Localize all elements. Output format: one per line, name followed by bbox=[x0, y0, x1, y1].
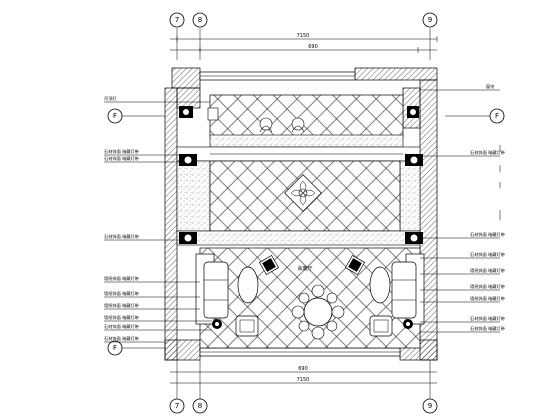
svg-text:墙纸饰面 暗藏灯带: 墙纸饰面 暗藏灯带 bbox=[104, 314, 139, 321]
svg-text:石材饰面 暗藏灯带: 石材饰面 暗藏灯带 bbox=[470, 251, 505, 258]
dim-top-overall: 7150 bbox=[297, 33, 310, 39]
upper-zone bbox=[207, 94, 404, 148]
left-note: 墙纸饰面 暗藏灯带 bbox=[104, 290, 200, 298]
bottom-grid-axes: 690 7150 7 8 9 bbox=[169, 360, 438, 414]
dim-bottom-overall: 7150 bbox=[297, 377, 310, 383]
room-label: 会客厅 bbox=[297, 265, 312, 272]
top-dimensions: 7150 690 bbox=[170, 33, 438, 53]
svg-text:石材饰面 暗藏灯带: 石材饰面 暗藏灯带 bbox=[470, 325, 505, 332]
svg-text:墙纸饰面 暗藏灯带: 墙纸饰面 暗藏灯带 bbox=[470, 267, 505, 274]
left-note: 石材饰面 暗藏灯带 bbox=[104, 335, 165, 343]
right-note: 石材饰面 暗藏灯带 bbox=[420, 231, 505, 239]
left-note: 石材饰面 暗藏灯带 bbox=[104, 233, 180, 241]
central-medallion-zone bbox=[209, 160, 401, 232]
left-annotations: 吊顶灯 石材饰面 暗藏灯带 石材饰面 暗藏灯带 石材饰面 暗藏灯带 墙纸饰面 暗… bbox=[104, 95, 212, 343]
right-note: 石材饰面 暗藏灯带 bbox=[420, 315, 505, 323]
svg-text:石材饰面 暗藏灯带: 石材饰面 暗藏灯带 bbox=[470, 231, 505, 238]
decor-figure-icon bbox=[259, 117, 305, 133]
svg-text:墙纸饰面 暗藏灯带: 墙纸饰面 暗藏灯带 bbox=[470, 283, 505, 290]
dim-top-inner: 690 bbox=[308, 44, 318, 50]
left-note: 石材饰面 暗藏灯带 bbox=[104, 148, 180, 156]
left-note: 石材饰面 暗藏灯带 bbox=[104, 323, 212, 331]
svg-text:石材饰面 暗藏灯带: 石材饰面 暗藏灯带 bbox=[104, 323, 139, 330]
svg-text:石材饰面 暗藏灯带: 石材饰面 暗藏灯带 bbox=[104, 233, 139, 240]
left-oval-table bbox=[237, 266, 259, 304]
dim-bottom-inner: 690 bbox=[298, 366, 308, 372]
left-sofa bbox=[195, 253, 229, 325]
axis-label-top-8: 8 bbox=[198, 16, 202, 24]
right-note: 墙纸饰面 暗藏灯带 bbox=[420, 267, 505, 275]
svg-text:墙纸饰面 暗藏灯带: 墙纸饰面 暗藏灯带 bbox=[470, 295, 505, 302]
right-note: 墙纸饰面 暗藏灯带 bbox=[420, 283, 505, 291]
svg-text:石材饰面 暗藏灯带: 石材饰面 暗藏灯带 bbox=[470, 315, 505, 322]
svg-text:石材饰面 暗藏灯带: 石材饰面 暗藏灯带 bbox=[470, 149, 505, 156]
lower-armchairs bbox=[212, 315, 413, 337]
svg-text:石材饰面 暗藏灯带: 石材饰面 暗藏灯带 bbox=[104, 148, 139, 155]
svg-text:墙纸饰面 暗藏灯带: 墙纸饰面 暗藏灯带 bbox=[104, 302, 139, 309]
left-note: 石材饰面 暗藏灯带 bbox=[104, 155, 180, 163]
right-note: 墙纸饰面 暗藏灯带 bbox=[420, 295, 505, 303]
axis-label-left-f2: F bbox=[113, 344, 117, 352]
svg-text:窗帘: 窗帘 bbox=[486, 83, 494, 90]
right-note: 石材饰面 暗藏灯带 bbox=[420, 149, 505, 157]
right-note: 窗帘 bbox=[420, 83, 500, 91]
axis-label-left-f: F bbox=[113, 112, 117, 120]
svg-text:墙纸饰面 暗藏灯带: 墙纸饰面 暗藏灯带 bbox=[104, 290, 139, 297]
wall-lights bbox=[179, 106, 423, 244]
medallion-icon bbox=[284, 174, 322, 212]
armchair-icon bbox=[258, 254, 366, 276]
axis-label-bottom-7: 7 bbox=[175, 402, 179, 410]
axis-label-right-f: F bbox=[495, 112, 499, 120]
top-grid-axes: 7 8 9 bbox=[169, 12, 438, 60]
right-note: 石材饰面 暗藏灯带 bbox=[420, 325, 505, 333]
svg-text:吊顶灯: 吊顶灯 bbox=[104, 95, 117, 102]
left-note: 墙纸饰面 暗藏灯带 bbox=[104, 275, 200, 283]
left-note: 墙纸饰面 暗藏灯带 bbox=[104, 302, 200, 310]
stone-band-lower bbox=[176, 230, 421, 246]
axis-label-bottom-8: 8 bbox=[198, 402, 202, 410]
axis-label-bottom-9: 9 bbox=[428, 402, 432, 410]
round-table bbox=[291, 284, 345, 340]
svg-text:石材饰面 暗藏灯带: 石材饰面 暗藏灯带 bbox=[104, 155, 139, 162]
left-note: 吊顶灯 bbox=[104, 95, 210, 103]
lounge-area: 会客厅 bbox=[195, 247, 425, 349]
svg-text:石材饰面 暗藏灯带: 石材饰面 暗藏灯带 bbox=[104, 335, 139, 342]
right-grid-axes: F bbox=[445, 108, 505, 124]
right-sofa bbox=[391, 253, 425, 325]
stone-band-upper bbox=[176, 146, 421, 232]
svg-text:墙纸饰面 暗藏灯带: 墙纸饰面 暗藏灯带 bbox=[104, 275, 139, 282]
left-grid-axes: F F bbox=[107, 108, 165, 356]
right-note: 石材饰面 暗藏灯带 bbox=[420, 251, 505, 259]
axis-label-top-7: 7 bbox=[175, 16, 179, 24]
left-note: 墙纸饰面 暗藏灯带 bbox=[104, 314, 212, 322]
axis-label-top-9: 9 bbox=[428, 16, 432, 24]
right-annotations: 窗帘 石材饰面 暗藏灯带 石材饰面 暗藏灯带 石材饰面 暗藏灯带 墙纸饰面 暗藏… bbox=[420, 83, 505, 333]
right-oval-table bbox=[369, 266, 391, 304]
